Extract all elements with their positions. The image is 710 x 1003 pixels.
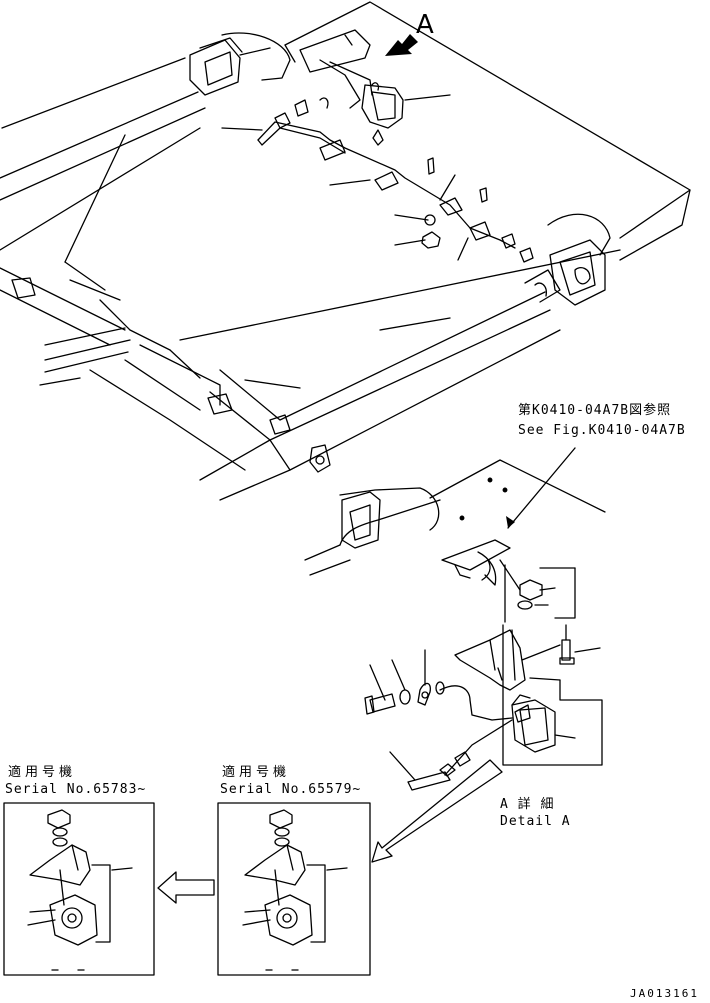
harness-wire-drawing	[257, 97, 534, 263]
variant-mid-title-jp: 適用号機	[222, 765, 291, 780]
detail-title-jp: A 詳 細	[500, 797, 555, 812]
view-arrow-icon	[385, 34, 418, 56]
reference-note-en: See Fig.K0410-04A7B	[518, 423, 686, 438]
machine-frame-drawing	[0, 1, 691, 501]
right-roller-drawing	[524, 213, 611, 306]
variant-mid-serial: Serial No.65579~	[220, 782, 362, 797]
detail-a-drawing	[304, 459, 606, 791]
horn-mount-drawing	[299, 29, 404, 146]
left-roller-drawing	[189, 32, 291, 96]
reference-leader-line	[507, 447, 576, 529]
main-leader-lines	[221, 94, 469, 261]
variant-left-drawing	[3, 802, 155, 976]
drawing-number: JA013161	[630, 987, 699, 1000]
reference-arrow-icon	[506, 516, 515, 528]
variant-left-serial: Serial No.65783~	[5, 782, 147, 797]
reference-note-jp: 第K0410-04A7B図参照	[518, 403, 672, 418]
detail-title-en: Detail A	[500, 814, 571, 829]
detail-arrow-icon	[371, 759, 503, 863]
variant-mid-drawing	[217, 802, 371, 976]
variant-arrow-icon	[157, 871, 215, 904]
view-label: A	[416, 10, 434, 40]
variant-left-title-jp: 適用号機	[8, 765, 77, 780]
